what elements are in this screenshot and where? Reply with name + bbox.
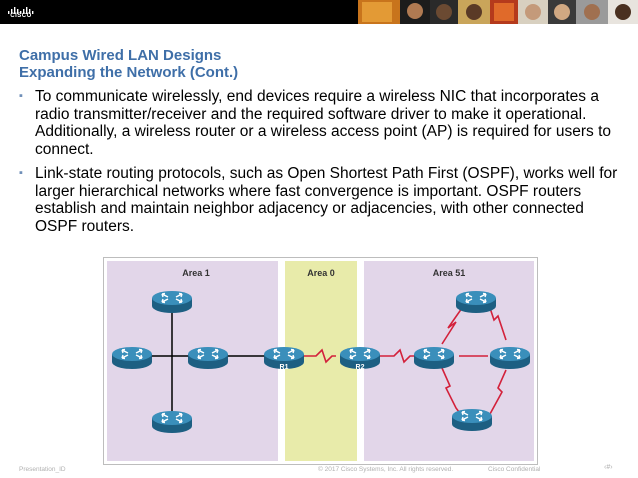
bullet-marker-icon: ▪ <box>19 167 23 179</box>
router-icon <box>455 290 497 314</box>
bullet-text: To communicate wirelessly, end devices r… <box>35 88 612 158</box>
ospf-area-diagram: Area 1 Area 0 Area 51 R1 R2 <box>103 257 538 465</box>
slide-title-line-1: Campus Wired LAN Designs <box>19 47 222 64</box>
top-banner: CISCO <box>0 0 638 24</box>
cisco-bars-icon <box>8 7 34 14</box>
router-icon <box>187 346 229 370</box>
slide-title: Campus Wired LAN Designs Expanding the N… <box>19 47 619 81</box>
router-icon <box>111 346 153 370</box>
bullet-item: ▪ Link-state routing protocols, such as … <box>18 165 618 235</box>
router-r2-label: R2 <box>356 364 365 371</box>
router-icon <box>151 410 193 434</box>
bullet-item: ▪ To communicate wirelessly, end devices… <box>18 88 618 158</box>
cisco-logo: CISCO <box>6 3 36 21</box>
footer-copyright: © 2017 Cisco Systems, Inc. All rights re… <box>318 466 454 473</box>
area-0-label: Area 0 <box>307 268 335 278</box>
header-photo-strip <box>358 0 638 24</box>
footer-presentation-id: Presentation_ID <box>19 466 66 473</box>
router-icon <box>151 290 193 314</box>
router-icon <box>451 408 493 432</box>
area-51-label: Area 51 <box>433 268 466 278</box>
router-icon <box>413 346 455 370</box>
footer-confidential: Cisco Confidential <box>488 466 541 473</box>
router-icon <box>489 346 531 370</box>
slide-subtitle: Expanding the Network (Cont.) <box>19 64 239 81</box>
footer-page-number: ‹#› <box>604 464 613 471</box>
bullet-marker-icon: ▪ <box>19 90 23 102</box>
router-r1-label: R1 <box>280 364 289 371</box>
logo-text: CISCO <box>10 13 32 19</box>
bullet-list: ▪ To communicate wirelessly, end devices… <box>18 88 618 242</box>
area-1-label: Area 1 <box>182 268 210 278</box>
bullet-text: Link-state routing protocols, such as Op… <box>35 165 618 235</box>
